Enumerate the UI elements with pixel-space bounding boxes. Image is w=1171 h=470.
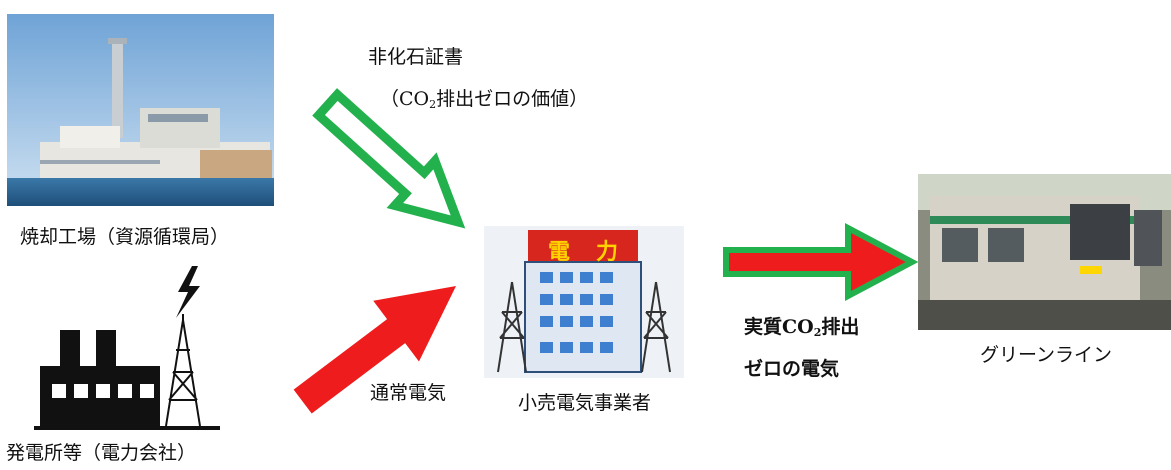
zero-power-label-line1: 実質CO2排出 [744,312,859,339]
transmission-tower-icon [165,314,201,427]
certificate-sublabel-post: 排出ゼロの価値） [436,88,589,110]
retailer-label: 小売電気事業者 [518,392,652,414]
train-label: グリーンライン [980,344,1113,366]
zero-power-sub: 2 [813,326,822,339]
certificate-sublabel-sub: 2 [429,98,437,111]
certificate-sublabel: （CO2排出ゼロの価値） [380,84,588,111]
retailer-sign-char: 電 [548,239,571,265]
lightning-icon [176,266,200,318]
zero-power-pre: 実質CO [744,316,814,338]
zero-power-post: 排出 [821,316,860,338]
retailer-building-icon [484,226,684,378]
retailer-sign-char: 力 [596,239,619,265]
power-station-icon [34,330,220,430]
certificate-arrow [312,88,466,229]
green-line-train-image [918,174,1171,330]
certificate-label: 非化石証書 [368,46,464,68]
power-station-label: 発電所等（電力会社） [6,442,197,464]
normal-power-label: 通常電気 [370,382,447,404]
zero-power-label-line2: ゼロの電気 [744,358,840,380]
normal-power-arrow [293,286,456,414]
zero-power-arrow [723,223,919,301]
certificate-sublabel-pre: （CO [380,88,430,110]
incineration-plant-image [7,14,274,206]
incineration-plant-label: 焼却工場（資源循環局） [20,226,230,248]
